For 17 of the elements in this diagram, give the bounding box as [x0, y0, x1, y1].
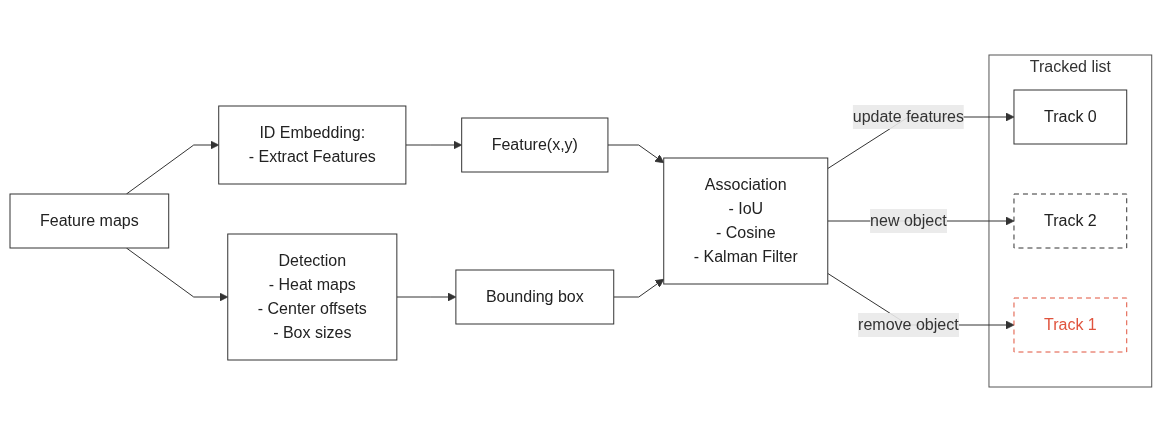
- node-box: Feature maps: [9, 193, 169, 248]
- edge-label: remove object: [857, 315, 959, 333]
- node-box: Track 0: [1013, 89, 1127, 144]
- edge-label: update features: [852, 107, 964, 125]
- arrow: [612, 278, 664, 297]
- arrow: [125, 247, 228, 301]
- arrow: [607, 144, 664, 163]
- node-box: Detection - Heat maps - Center offsets - Box sizes: [226, 233, 397, 360]
- node-box: ID Embedding: - Extract Features: [217, 105, 406, 184]
- node-box: Association - IoU - Cosine - Kalman Filter: [662, 157, 828, 284]
- node-box: Track 2: [1013, 193, 1127, 248]
- node-box: Feature(x,y): [460, 117, 609, 172]
- edge-label: new object: [869, 211, 947, 229]
- arrow: [405, 140, 462, 149]
- node-box: Track 1: [1013, 297, 1127, 352]
- arrow: [396, 292, 456, 301]
- node-box: Bounding box: [455, 269, 614, 324]
